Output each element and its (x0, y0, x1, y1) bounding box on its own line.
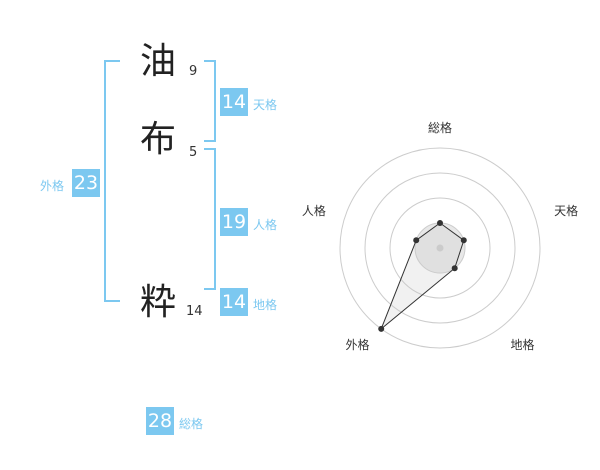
radar-ring-2 (389, 197, 491, 299)
chikaku-connector (204, 288, 214, 300)
radar-point-5 (413, 237, 420, 244)
stroke-count-3: 14 (186, 304, 203, 319)
tenkaku-value: 14 (220, 88, 248, 116)
name-char-2: 布 (140, 119, 177, 160)
radar-axis-label-2: 天格 (554, 203, 578, 218)
jinkaku-value: 19 (220, 208, 248, 236)
jinkaku-label: 人格 (253, 218, 278, 232)
radar-ring-4 (339, 147, 541, 349)
radar-point-1 (437, 220, 443, 226)
chikaku-label: 地格 (253, 298, 278, 312)
radar-axis-label-4: 外格 (345, 337, 369, 352)
radar-point-4 (378, 325, 385, 332)
chikaku-value: 14 (220, 288, 248, 316)
radar-axis-label-3: 地格 (511, 337, 535, 352)
radar-point-2 (460, 237, 467, 244)
gaikaku-label: 外格 (40, 179, 65, 193)
radar-axis-label-1: 総格 (428, 120, 452, 135)
soukaku-value: 28 (146, 407, 174, 435)
soukaku-label: 総格 (179, 417, 204, 431)
radar-center (436, 244, 444, 252)
radar-ring-3 (364, 172, 516, 324)
tenkaku-bracket (204, 60, 216, 142)
stroke-count-1: 9 (189, 64, 198, 79)
tenkaku-label: 天格 (253, 98, 278, 112)
gaikaku-value: 23 (72, 169, 100, 197)
radar-point-3 (451, 265, 458, 272)
name-char-3: 粋 (140, 282, 177, 323)
gaikaku-bracket (104, 60, 120, 302)
name-char-1: 油 (140, 41, 177, 82)
radar-axis-label-5: 人格 (302, 203, 326, 218)
radar-polygon (380, 222, 465, 330)
stroke-count-2: 5 (189, 145, 198, 160)
